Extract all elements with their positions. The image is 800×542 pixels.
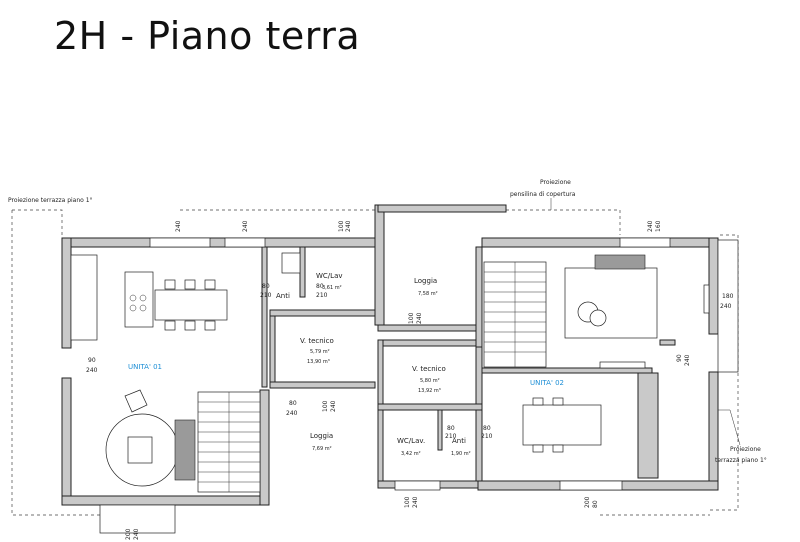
dim-label: 240	[330, 400, 337, 412]
dim-label: 240	[720, 303, 732, 310]
stairs-right	[483, 261, 547, 368]
walls-unit-01	[61, 204, 385, 506]
room-anti-2-name: Anti	[452, 437, 466, 445]
room-v-tecnico-2-volume: 13,92 m³	[418, 388, 441, 394]
projection-terrace-label: Proiezione terrazza piano 1°	[8, 197, 93, 204]
dim-label: 200	[584, 496, 591, 508]
room-v-tecnico-2-area: 5,80 m²	[420, 378, 440, 384]
stairs-left	[197, 391, 261, 493]
dim-label: 80	[289, 400, 297, 407]
windows	[99, 237, 739, 534]
dim-label: 240	[286, 410, 298, 417]
furniture-unit-02	[522, 254, 710, 453]
projection-terrace-right-label-2: terrazza piano 1°	[715, 457, 767, 464]
room-wc-lav-1-name: WC/Lav	[316, 272, 343, 280]
dim-label: 90	[88, 357, 96, 364]
room-wc-lav-2-area: 3,42 m²	[401, 451, 421, 457]
dim-label: 240	[242, 220, 249, 232]
dim-label: 240	[86, 367, 98, 374]
projection-canopy-label-2: pensilina di copertura	[510, 191, 576, 198]
dim-label: 240	[416, 312, 423, 324]
room-anti-2-area: 1,90 m²	[451, 451, 471, 457]
dim-label: 100	[338, 220, 345, 232]
dim-label: 100	[408, 312, 415, 324]
unit-01-label: UNITA' 01	[128, 363, 162, 371]
dim-label: 180	[722, 293, 734, 300]
page-title: 2H - Piano terra	[54, 14, 361, 58]
dim-label: 90	[676, 354, 683, 362]
dim-label: 200	[125, 528, 132, 540]
dim-label: 240	[345, 220, 352, 232]
room-wc-lav-2-name: WC/Lav.	[397, 437, 425, 445]
room-v-tecnico-2-name: V. tecnico	[412, 365, 446, 373]
projection-terrace-right-label-1: Proiezione	[730, 446, 761, 453]
dim-label: 210	[445, 433, 457, 440]
room-loggia-2-area: 7,69 m²	[312, 446, 332, 452]
dim-label: 80	[447, 425, 455, 432]
dim-label: 160	[655, 220, 662, 232]
dim-label: 210	[260, 292, 272, 299]
dim-label: 100	[322, 400, 329, 412]
room-loggia-1-name: Loggia	[414, 277, 437, 285]
dim-label: 80	[592, 500, 599, 508]
dim-label: 80	[316, 283, 324, 290]
dim-label: 100	[404, 496, 411, 508]
room-loggia-1-area: 7,58 m²	[418, 291, 438, 297]
room-v-tecnico-1-volume: 13,90 m³	[307, 359, 330, 365]
room-loggia-2-name: Loggia	[310, 432, 333, 440]
projection-canopy-label-1: Proiezione	[540, 179, 571, 186]
dim-label: 240	[647, 220, 654, 232]
dim-label: 80	[483, 425, 491, 432]
dim-label: 240	[175, 220, 182, 232]
room-v-tecnico-1-area: 5,79 m²	[310, 349, 330, 355]
unit-02-label: UNITA' 02	[530, 379, 564, 387]
dim-label: 210	[316, 292, 328, 299]
room-wc-lav-1-area: 3,61 m²	[322, 285, 342, 291]
furniture-unit-01	[70, 252, 301, 487]
dim-label: 240	[412, 496, 419, 508]
dim-label: 80	[262, 283, 270, 290]
dim-label: 210	[481, 433, 493, 440]
dim-label: 240	[684, 354, 691, 366]
room-anti-1-name: Anti	[276, 292, 290, 300]
room-v-tecnico-1-name: V. tecnico	[300, 337, 334, 345]
dim-label: 240	[133, 528, 140, 540]
